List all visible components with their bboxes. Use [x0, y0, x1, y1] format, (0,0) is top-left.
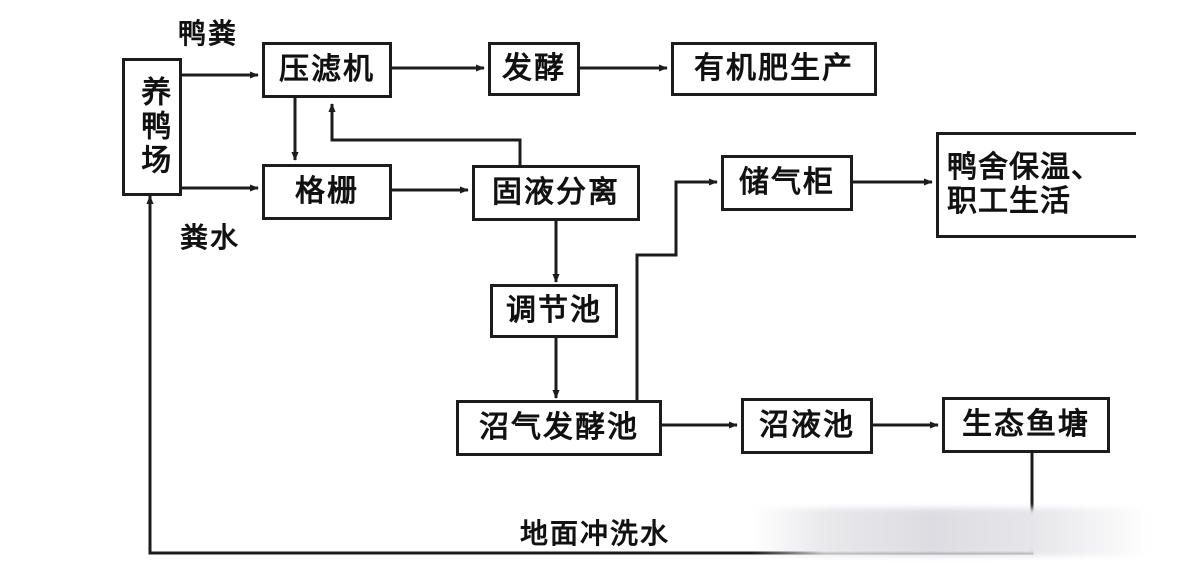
label-duck-manure: 鸭粪 — [178, 17, 239, 50]
node-slurry-tank: 沼液池 — [741, 398, 873, 454]
node-regulating-tank: 调节池 — [490, 284, 618, 338]
node-filter-press: 压滤机 — [262, 42, 392, 98]
arrow-biogas-to-gas-holder — [635, 178, 718, 400]
node-biogas-tank: 沼气发酵池 — [456, 400, 662, 456]
node-fermentation: 发酵 — [488, 42, 580, 96]
node-fish-pond: 生态鱼塘 — [942, 397, 1110, 453]
node-screen: 格栅 — [262, 164, 392, 220]
arrow-separation-to-filter-press — [328, 103, 522, 168]
arrow-fish-pond-return-to-farm — [146, 195, 1034, 555]
node-duck-farm: 养鸭场 — [122, 58, 182, 196]
watermark-blur — [752, 508, 1152, 556]
node-solid-liquid-separation: 固液分离 — [472, 165, 640, 221]
node-gas-use: 鸭舍保温、 职工生活 — [936, 132, 1136, 238]
node-gas-holder: 储气柜 — [721, 155, 853, 211]
label-floor-wash-water: 地面冲洗水 — [520, 517, 671, 550]
label-manure-water: 粪水 — [180, 221, 241, 254]
node-organic-fertilizer: 有机肥生产 — [671, 42, 877, 96]
